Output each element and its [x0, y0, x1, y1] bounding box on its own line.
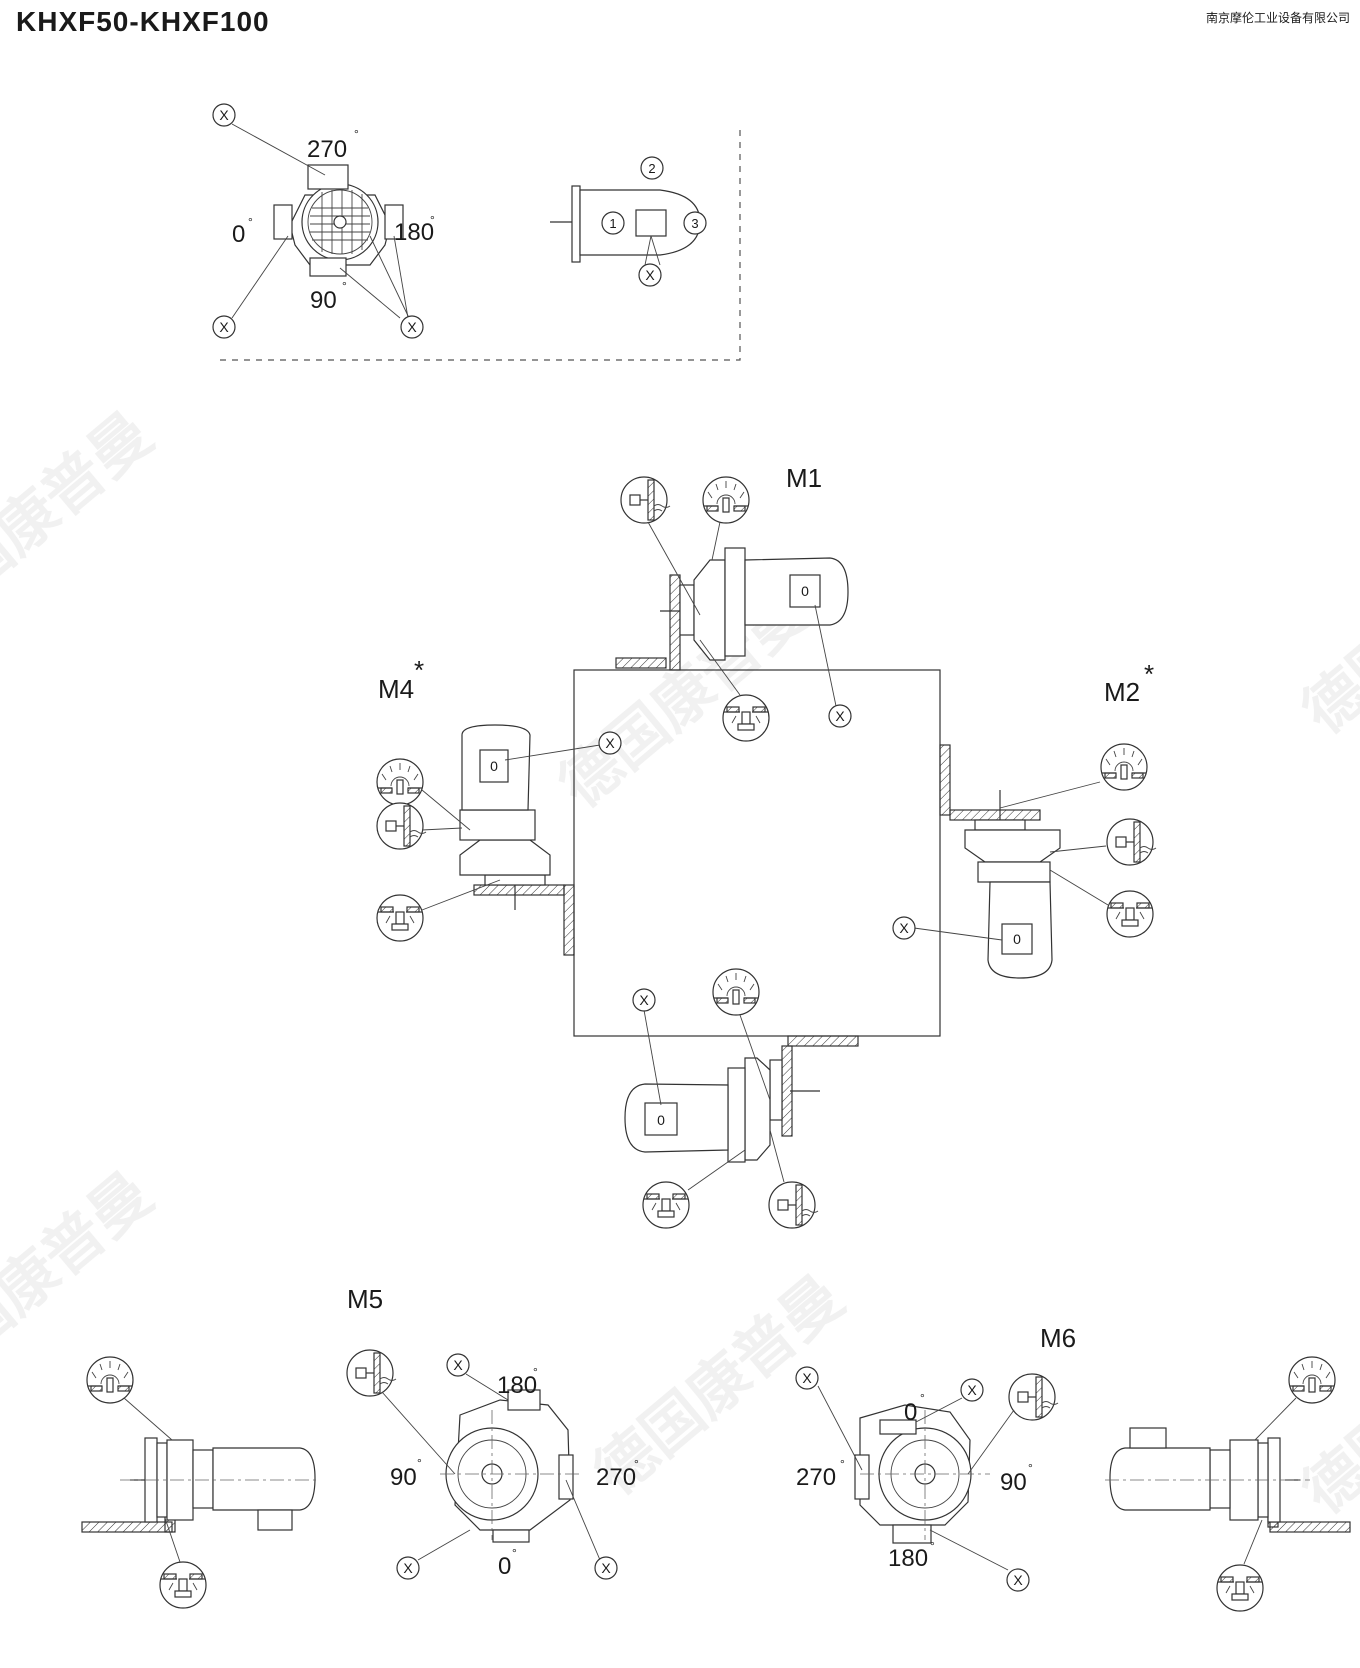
gear-motor-m1: 0 [615, 547, 849, 671]
m6-terminal-180 [892, 1524, 932, 1544]
svg-text:°: ° [920, 1391, 925, 1405]
svg-text:X: X [899, 920, 909, 936]
gear-motor-m6-side [1105, 1427, 1351, 1533]
svg-text:*: * [1144, 659, 1154, 689]
gear-motor-m6-front [854, 1404, 990, 1544]
watermark-left-bottom: 德国康普曼 [0, 1159, 166, 1405]
m6-angle-180: 180 [888, 1545, 928, 1572]
svg-text:°: ° [840, 1457, 845, 1471]
svg-text:X: X [219, 107, 229, 123]
m6-marker-x-bottom: X [1006, 1568, 1030, 1592]
svg-text:°: ° [930, 1539, 935, 1553]
svg-text:X: X [835, 708, 845, 724]
marker-x-bottom-left: X [212, 315, 236, 339]
m5-terminal-0 [492, 1529, 530, 1543]
label-m5: M5 [347, 1284, 383, 1314]
svg-text:X: X [605, 735, 615, 751]
marker-x-m4: X [598, 731, 622, 755]
marker-x-top: X [212, 103, 236, 127]
reference-wall [573, 669, 941, 1037]
svg-text:0: 0 [801, 583, 809, 599]
angle-label-90: 90 [310, 287, 337, 314]
m6-angle-90: 90 [1000, 1469, 1027, 1496]
label-m1: M1 [786, 463, 822, 493]
m6-marker-x-top-right: X [960, 1378, 984, 1402]
terminal-box-0 [273, 204, 293, 240]
marker-x-m1: X [828, 704, 852, 728]
svg-text:X: X [453, 1357, 463, 1373]
m6-angle-270: 270 [796, 1464, 836, 1491]
gear-motor-m5-side [81, 1437, 320, 1533]
mounting-positions-m1-m4: 0 M1 X 0 M2 * X [376, 463, 1157, 1229]
watermark-left-top: 德国康普曼 [0, 399, 166, 645]
m5-angle-90: 90 [390, 1464, 417, 1491]
m6-terminal-0 [879, 1419, 917, 1435]
cable-entry-position-3: 3 [683, 211, 707, 235]
page-title: KHXF50-KHXF100 [16, 6, 270, 37]
motor-front-view [273, 164, 404, 277]
svg-text:X: X [403, 1560, 413, 1576]
terminal-box-position-view: 270 ° 0 ° 180 ° 90 ° X X X 2 1 3 X [212, 103, 741, 361]
svg-text:X: X [645, 267, 655, 283]
angle-label-0: 0 [232, 221, 245, 248]
m5-marker-x-bottom-left: X [396, 1556, 420, 1580]
svg-text:1: 1 [609, 216, 616, 231]
cable-entry-position-2: 2 [640, 156, 664, 180]
label-m6: M6 [1040, 1323, 1076, 1353]
label-m2: M2 [1104, 677, 1140, 707]
m5-angle-270: 270 [596, 1464, 636, 1491]
svg-text:°: ° [634, 1457, 639, 1471]
dashed-border [220, 130, 741, 361]
svg-text:°: ° [512, 1546, 517, 1560]
svg-text:X: X [967, 1382, 977, 1398]
gear-motor-m2: 0 [939, 744, 1061, 979]
marker-x-m3: X [632, 988, 656, 1012]
m6-terminal-270 [854, 1454, 870, 1500]
gear-motor-m5-front [440, 1389, 580, 1543]
terminal-box-180 [384, 204, 404, 240]
svg-text:X: X [601, 1560, 611, 1576]
m5-angle-180: 180 [497, 1372, 537, 1399]
marker-x-m2: X [892, 916, 916, 940]
company-name: 南京摩伦工业设备有限公司 [1205, 11, 1350, 25]
svg-text:3: 3 [691, 216, 698, 231]
svg-text:0: 0 [490, 758, 498, 774]
mounting-positions-m5-m6: M5 180 ° 90 ° 270 ° 0 ° X X X M6 0 ° [81, 1284, 1351, 1612]
watermark-right-top: 德国康普曼 [1290, 501, 1360, 747]
m6-marker-x-top-left: X [795, 1366, 819, 1390]
m6-angle-0: 0 [904, 1399, 917, 1426]
svg-text:X: X [407, 319, 417, 335]
svg-text:°: ° [430, 213, 435, 227]
svg-text:0: 0 [657, 1112, 665, 1128]
terminal-box-90 [309, 257, 347, 277]
svg-text:°: ° [533, 1365, 538, 1379]
motor-side-view [550, 185, 701, 266]
svg-text:X: X [802, 1370, 812, 1386]
svg-text:°: ° [248, 215, 253, 229]
cable-entry-position-1: 1 [601, 211, 625, 235]
angle-label-180: 180 [394, 219, 434, 246]
svg-text:*: * [414, 655, 424, 685]
marker-x-side: X [638, 263, 662, 287]
svg-text:2: 2 [648, 161, 655, 176]
angle-label-270: 270 [307, 136, 347, 163]
label-m4: M4 [378, 674, 414, 704]
svg-text:0: 0 [1013, 931, 1021, 947]
side-terminal-box [635, 209, 667, 237]
gear-motor-m4: 0 [459, 724, 575, 956]
svg-text:X: X [1013, 1572, 1023, 1588]
watermark-right-bottom: 德国康普曼 [1290, 1281, 1360, 1527]
svg-text:°: ° [342, 279, 347, 293]
marker-x-bottom-right: X [400, 315, 424, 339]
m5-angle-0: 0 [498, 1553, 511, 1580]
svg-text:°: ° [1028, 1461, 1033, 1475]
svg-text:X: X [639, 992, 649, 1008]
svg-text:°: ° [354, 127, 359, 141]
svg-text:X: X [219, 319, 229, 335]
m5-marker-x-bottom-right: X [594, 1556, 618, 1580]
m5-marker-x-top: X [446, 1353, 470, 1377]
svg-text:°: ° [417, 1456, 422, 1470]
